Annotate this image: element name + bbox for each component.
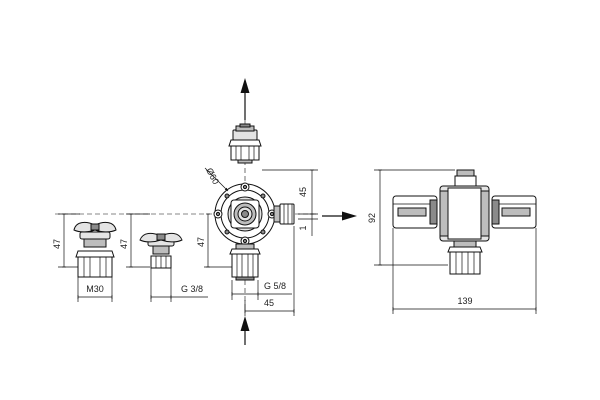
top-valve-part — [228, 123, 262, 164]
dim-label-diameter: Ø60 — [204, 166, 221, 186]
dim-label-139: 139 — [457, 296, 472, 306]
dim-thread-g38: G 3/8 — [150, 268, 208, 302]
dim-width-outlet: 45 — [244, 226, 295, 316]
dim-label-g58: G 5/8 — [264, 281, 286, 291]
dim-height-g38-valve: 47 — [119, 213, 150, 268]
dim-height-m30-valve: 47 — [52, 213, 80, 268]
side-view — [392, 169, 537, 275]
dim-label-45-top: 45 — [298, 187, 308, 197]
dim-side-width: 139 — [392, 228, 537, 314]
valve-m30 — [73, 221, 117, 278]
dim-thread-g58: G 5/8 — [231, 280, 292, 300]
dim-height-top: 45 — [262, 169, 318, 215]
dim-offset: 1 — [298, 213, 318, 236]
central-housing — [213, 182, 277, 246]
dim-label-m30: M30 — [86, 284, 104, 294]
housing-right-outlet — [273, 203, 295, 225]
dim-height-housing: 47 — [196, 213, 232, 268]
valve-g38 — [139, 232, 183, 269]
dim-label-92: 92 — [367, 213, 377, 223]
dim-label-g38: G 3/8 — [181, 284, 203, 294]
dim-side-height: 92 — [367, 169, 455, 266]
flow-arrow-bottom — [240, 316, 250, 345]
dim-diameter: Ø60 — [204, 166, 229, 192]
dim-label-45-width: 45 — [264, 298, 274, 308]
dim-label-47-g38: 47 — [119, 239, 129, 249]
dim-label-47-housing: 47 — [196, 237, 206, 247]
dim-thread-m30: M30 — [77, 277, 113, 302]
dim-label-47-m30: 47 — [52, 239, 62, 249]
flow-arrow-top — [240, 78, 250, 120]
dim-label-offset: 1 — [298, 225, 308, 230]
housing-bottom-connector — [229, 243, 261, 281]
flow-arrow-right — [322, 211, 357, 221]
